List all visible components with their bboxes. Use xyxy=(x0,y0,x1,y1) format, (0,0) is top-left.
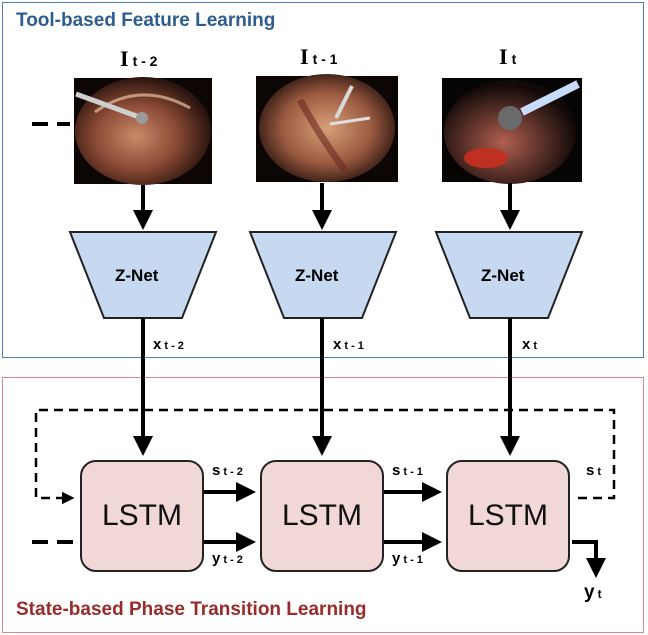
znet-block-t-2 xyxy=(68,231,218,319)
znet-label-t-1: Z-Net xyxy=(295,266,339,285)
lstm-cell-t-1: LSTM xyxy=(260,460,384,572)
arrow-output-t xyxy=(572,540,606,578)
znet-label-t-2: Z-Net xyxy=(115,266,159,285)
frame-image-t-2 xyxy=(74,77,212,185)
znet-block-t-1 xyxy=(248,231,398,319)
feature-learning-title: Tool-based Feature Learning xyxy=(16,10,276,31)
recurrent-loop xyxy=(34,408,616,505)
phase-transition-title: State-based Phase Transition Learning xyxy=(16,599,367,620)
znet-block-t xyxy=(434,231,584,319)
znet-label-t: Z-Net xyxy=(481,266,525,285)
lstm-cell-t-2: LSTM xyxy=(80,460,204,572)
frame-image-t-1 xyxy=(256,74,398,182)
frame-image-t xyxy=(442,78,582,184)
lstm-cell-t: LSTM xyxy=(446,460,570,572)
